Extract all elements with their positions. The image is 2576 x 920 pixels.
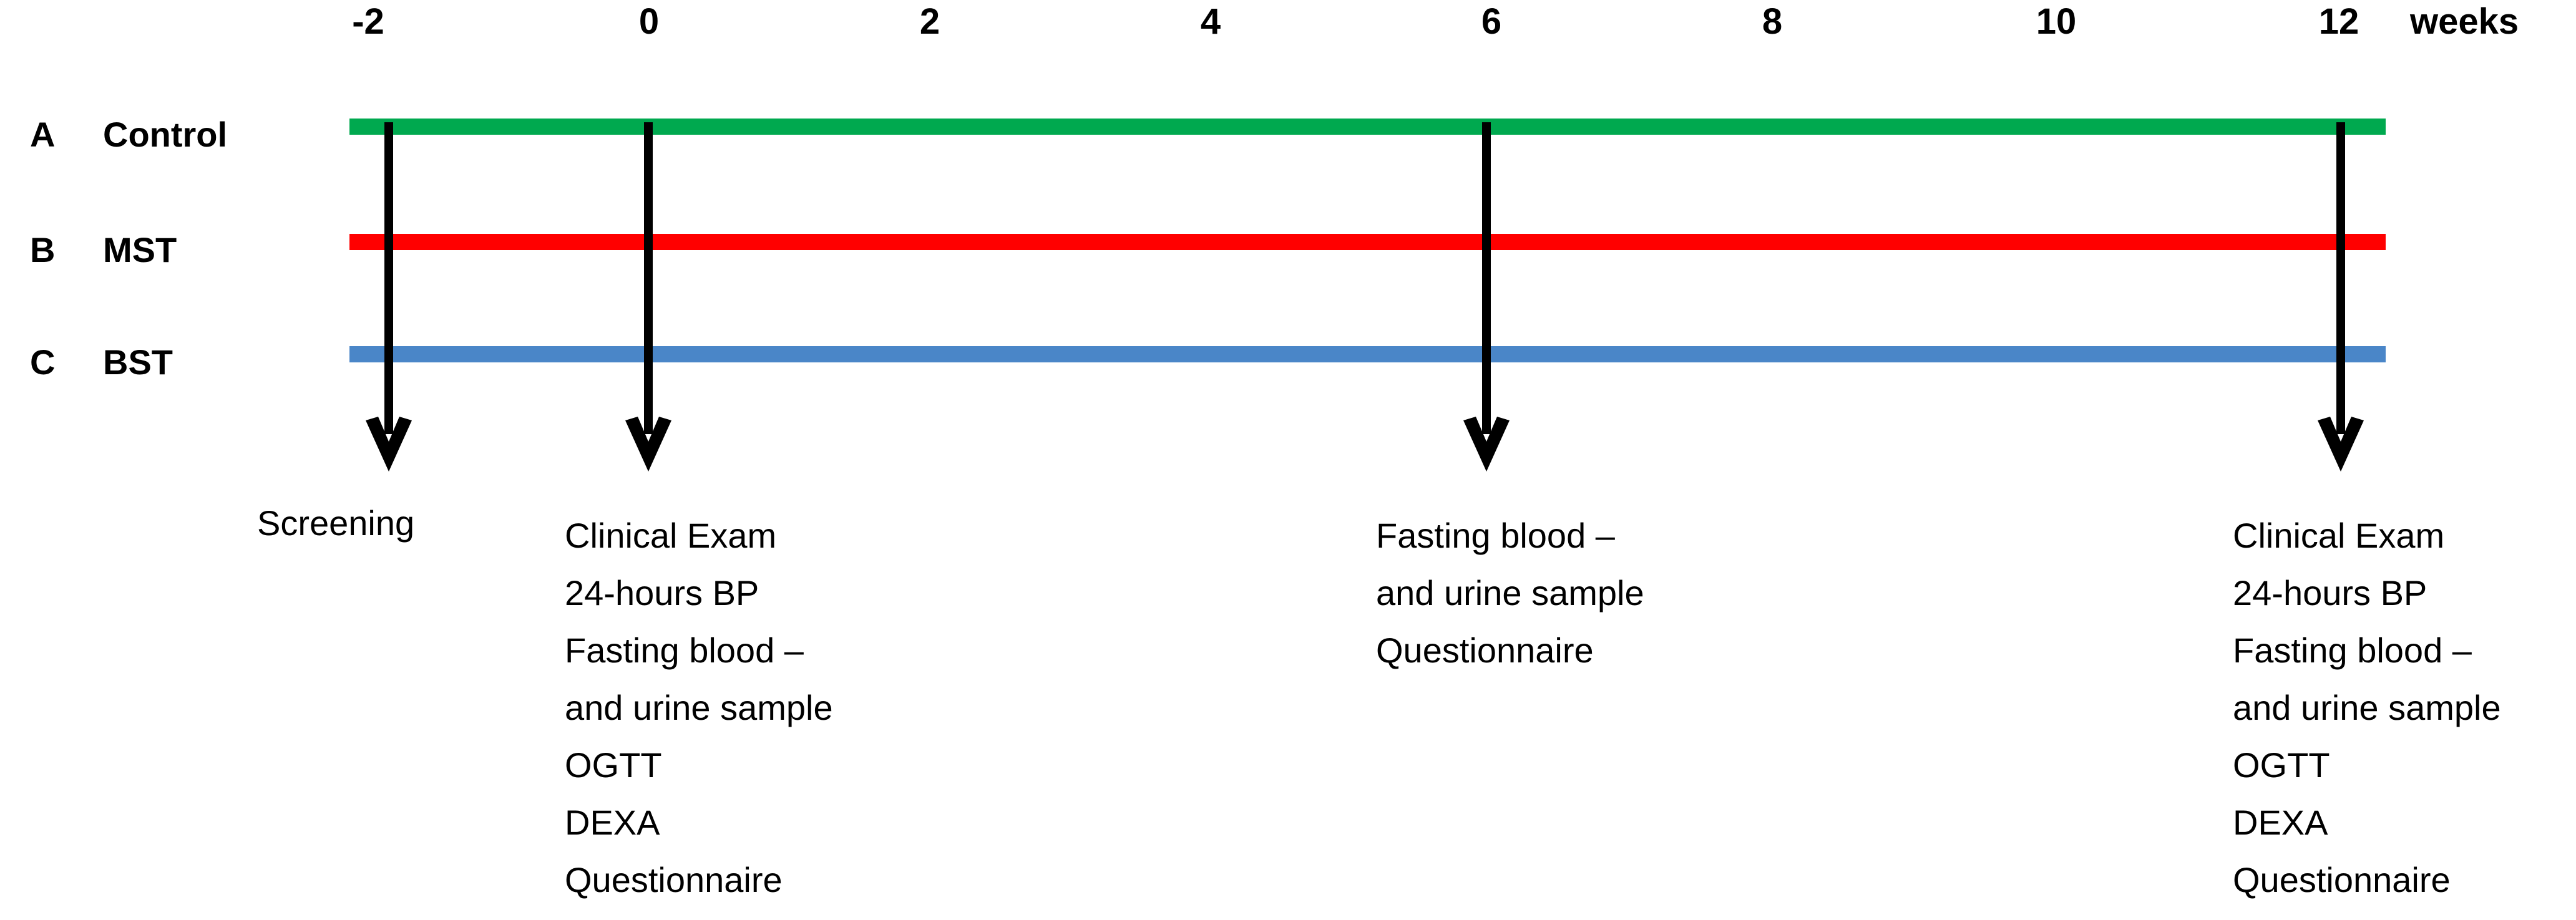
assessment-line: DEXA: [2233, 803, 2328, 842]
assessment-block-week-0: Clinical Exam 24-hours BP Fasting blood …: [565, 507, 833, 909]
assessment-line: Fasting blood –: [1376, 516, 1615, 555]
assessment-line: Screening: [257, 503, 415, 543]
assessment-block-week--2: Screening: [257, 495, 414, 552]
arm-bar-mst: [349, 234, 2386, 250]
arm-name-mst: MST: [103, 230, 177, 269]
axis-tick-6: 6: [1481, 1, 1502, 42]
arm-name-bst: BST: [103, 342, 173, 382]
axis-tick-2: 2: [919, 1, 940, 42]
timepoint-arrow-week-12: [2313, 122, 2369, 479]
assessment-line: DEXA: [565, 803, 660, 842]
arm-letter-b: B: [30, 230, 56, 269]
assessment-line: Fasting blood –: [2233, 631, 2472, 670]
assessment-line: Questionnaire: [565, 860, 783, 899]
assessment-line: OGTT: [2233, 745, 2330, 785]
axis-tick-8: 8: [1762, 1, 1783, 42]
axis-tick--2: -2: [352, 1, 384, 42]
assessment-line: OGTT: [565, 745, 662, 785]
assessment-line: and urine sample: [2233, 688, 2501, 727]
assessment-line: Clinical Exam: [2233, 516, 2445, 555]
arm-letter-a: A: [30, 115, 56, 154]
axis-tick-12: 12: [2318, 1, 2359, 42]
axis-tick-10: 10: [2036, 1, 2077, 42]
assessment-line: and urine sample: [1376, 573, 1644, 613]
arm-bar-control: [349, 119, 2386, 135]
timepoint-arrow-week-6: [1458, 122, 1515, 479]
assessment-block-week-6: Fasting blood – and urine sample Questio…: [1376, 507, 1644, 679]
assessment-line: Questionnaire: [1376, 631, 1594, 670]
arm-letter-c: C: [30, 342, 56, 382]
axis-unit-label: weeks: [2410, 1, 2519, 42]
assessment-line: and urine sample: [565, 688, 833, 727]
timepoint-arrow-week-0: [620, 122, 676, 479]
axis-tick-4: 4: [1200, 1, 1221, 42]
assessment-line: Clinical Exam: [565, 516, 777, 555]
assessment-line: Fasting blood –: [565, 631, 804, 670]
assessment-block-week-12: Clinical Exam 24-hours BP Fasting blood …: [2233, 507, 2501, 909]
axis-tick-0: 0: [638, 1, 660, 42]
assessment-line: Questionnaire: [2233, 860, 2451, 899]
assessment-line: 24-hours BP: [2233, 573, 2427, 613]
assessment-line: 24-hours BP: [565, 573, 759, 613]
timepoint-arrow-week--2: [361, 122, 417, 479]
arm-name-control: Control: [103, 115, 228, 154]
arm-bar-bst: [349, 346, 2386, 362]
